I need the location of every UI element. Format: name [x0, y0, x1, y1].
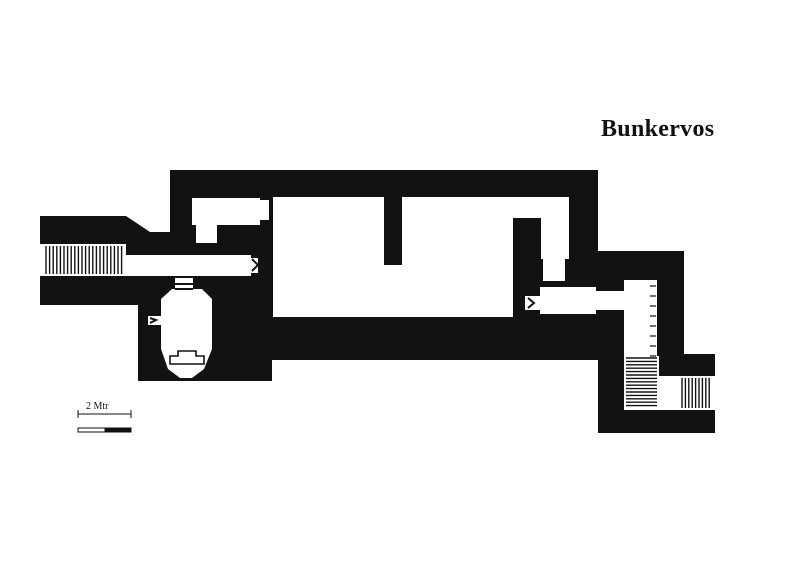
door-mark-upper-left	[196, 243, 217, 246]
chamber-right-top-a	[513, 197, 541, 218]
plan-details	[45, 243, 710, 408]
door-wedge-left-corridor	[251, 258, 260, 272]
door-wedge-right	[527, 297, 536, 309]
scale-bar	[77, 410, 132, 433]
chamber-upper-left-door	[259, 200, 269, 220]
stair-steps-right-vertical	[650, 285, 656, 357]
door-wedge-lower-left	[149, 317, 159, 324]
corridor-right	[540, 287, 596, 314]
chamber-upper-left-lower	[196, 225, 217, 245]
scale-label: 2 Mtr	[86, 401, 109, 412]
stair-steps-left	[45, 246, 123, 274]
chamber-upper-left	[192, 198, 260, 225]
corridor-right-door	[596, 291, 624, 310]
stair-steps-exit	[681, 378, 710, 408]
chamber-right-top-b	[541, 197, 569, 259]
room-lower-left-niche	[169, 350, 205, 365]
scale-segment-black	[104, 427, 132, 433]
door-mark-left-corridor	[175, 283, 193, 285]
corridor-left	[126, 255, 251, 276]
corridor-left-end	[244, 258, 258, 273]
door-mark-right-mid	[543, 281, 565, 284]
plan-title: Bunkervos	[601, 116, 715, 142]
chamber-right-mid	[543, 259, 565, 284]
scale-segment-white	[77, 427, 106, 433]
stairway-left	[40, 244, 126, 276]
stair-shaft-right	[624, 280, 657, 360]
stair-steps-right	[626, 357, 657, 407]
room-central-hall	[273, 197, 513, 317]
door-mark-left-corridor-2	[175, 288, 193, 290]
